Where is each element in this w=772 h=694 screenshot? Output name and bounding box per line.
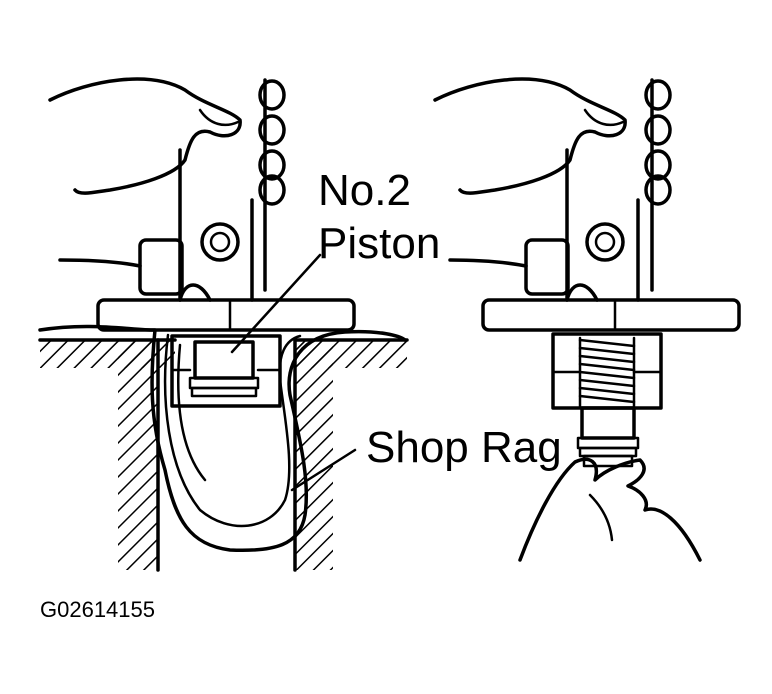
tool-flange-right bbox=[481, 298, 741, 332]
left-housing bbox=[38, 338, 409, 572]
left-illustration bbox=[38, 77, 409, 572]
shop-rag-left bbox=[38, 324, 407, 553]
chain-right bbox=[644, 79, 672, 206]
hand-upper-right bbox=[433, 77, 627, 268]
right-illustration bbox=[433, 77, 741, 562]
no2-piston-left bbox=[170, 334, 282, 408]
piston-label-line1: No.2 bbox=[318, 166, 411, 215]
no2-piston-right bbox=[576, 406, 640, 468]
spring-housing-right bbox=[551, 332, 663, 410]
piston-label-line2: Piston bbox=[318, 219, 440, 268]
tool-flange-left bbox=[96, 298, 356, 332]
piston-leader-line bbox=[230, 253, 322, 354]
tool-body-left bbox=[138, 78, 267, 302]
hand-lower-right bbox=[518, 457, 702, 562]
tool-body-right bbox=[524, 78, 654, 302]
shop-rag-label: Shop Rag bbox=[366, 423, 562, 472]
figure-code: G02614155 bbox=[40, 597, 155, 622]
hand-left bbox=[48, 77, 242, 268]
chain-left bbox=[258, 79, 286, 206]
shop-rag-leader-line bbox=[290, 448, 357, 492]
